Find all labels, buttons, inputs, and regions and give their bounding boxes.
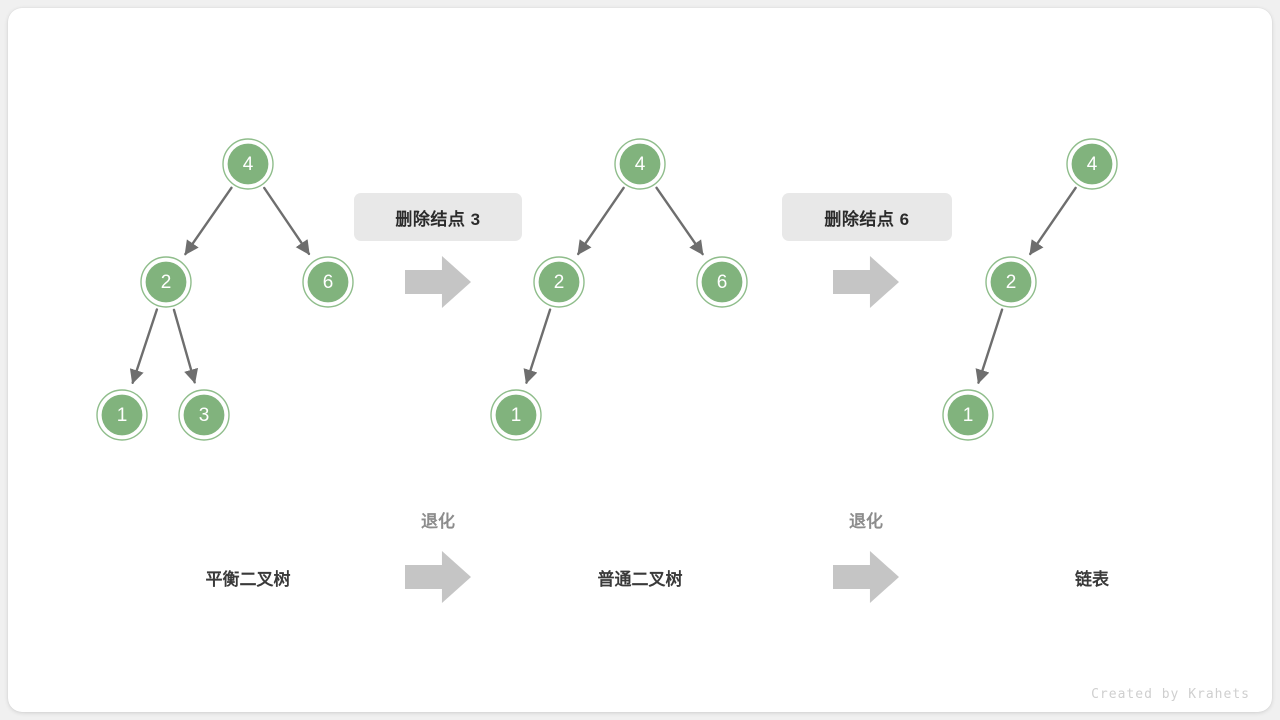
tree-node[interactable]: 1 — [490, 389, 542, 441]
tree-node[interactable]: 2 — [533, 256, 585, 308]
tree-edge — [577, 186, 625, 256]
operation-label-text: 删除结点 6 — [824, 209, 910, 229]
tree-node[interactable]: 4 — [614, 138, 666, 190]
tree-node[interactable]: 4 — [222, 138, 274, 190]
degrade-label-1: 退化 — [421, 512, 455, 531]
diagram-stage: 4 2 6 1 3 4 2 6 1 4 2 1 删除结点 3 删除结点 6 退化 退化 平衡二叉树 普通二叉… — [8, 8, 1272, 712]
tree-node-value: 6 — [323, 272, 334, 293]
tree-node-value: 2 — [1006, 272, 1017, 293]
tree-nodes: 4 2 6 1 3 4 2 6 1 4 2 1 — [96, 138, 1118, 441]
tree-node[interactable]: 1 — [942, 389, 994, 441]
tree-node-value: 1 — [963, 405, 974, 426]
tree-node-value: 6 — [717, 272, 728, 293]
tree-edge — [172, 308, 199, 384]
diagram-card: 4 2 6 1 3 4 2 6 1 4 2 1 删除结点 3 删除结点 6 退化 退化 平衡二叉树 普通二叉… — [8, 8, 1272, 712]
tree-node[interactable]: 3 — [178, 389, 230, 441]
tree-edge — [1029, 186, 1077, 256]
block-arrow-icon — [405, 256, 471, 308]
tree-node-value: 4 — [243, 154, 254, 175]
operation-label-1: 删除结点 3 — [354, 193, 522, 241]
tree-node[interactable]: 2 — [140, 256, 192, 308]
tree-node[interactable]: 2 — [985, 256, 1037, 308]
tree-node-value: 4 — [1087, 154, 1098, 175]
degrade-label-2: 退化 — [849, 512, 883, 531]
tree-graphics-layer: 4 2 6 1 3 4 2 6 1 4 2 1 — [96, 138, 1118, 603]
block-arrow-icon — [833, 256, 899, 308]
tree-edge — [975, 308, 1004, 385]
operation-label-2: 删除结点 6 — [782, 193, 952, 241]
tree-edge — [523, 308, 552, 385]
tree-node-value: 2 — [161, 272, 172, 293]
tree-node[interactable]: 1 — [96, 389, 148, 441]
block-arrow-icon — [833, 551, 899, 603]
tree-edge — [655, 186, 704, 256]
tree-node-value: 4 — [635, 154, 646, 175]
block-arrow-icon — [405, 551, 471, 603]
block-arrows — [405, 256, 899, 603]
tree-node-value: 1 — [117, 405, 128, 426]
tree-node[interactable]: 6 — [696, 256, 748, 308]
caption-balanced-tree: 平衡二叉树 — [205, 570, 291, 589]
tree-edge — [129, 308, 159, 385]
tree-node-value: 2 — [554, 272, 565, 293]
tree-node-value: 3 — [199, 405, 210, 426]
tree-node[interactable]: 4 — [1066, 138, 1118, 190]
tree-edges — [129, 186, 1077, 385]
tree-edge — [263, 186, 311, 256]
caption-linked-list: 链表 — [1075, 570, 1109, 589]
operation-label-text: 删除结点 3 — [395, 209, 481, 229]
credit-watermark: Created by Krahets — [1091, 687, 1250, 702]
tree-node-value: 1 — [511, 405, 522, 426]
tree-node[interactable]: 6 — [302, 256, 354, 308]
caption-ordinary-tree: 普通二叉树 — [597, 570, 683, 589]
tree-edge — [184, 186, 233, 256]
